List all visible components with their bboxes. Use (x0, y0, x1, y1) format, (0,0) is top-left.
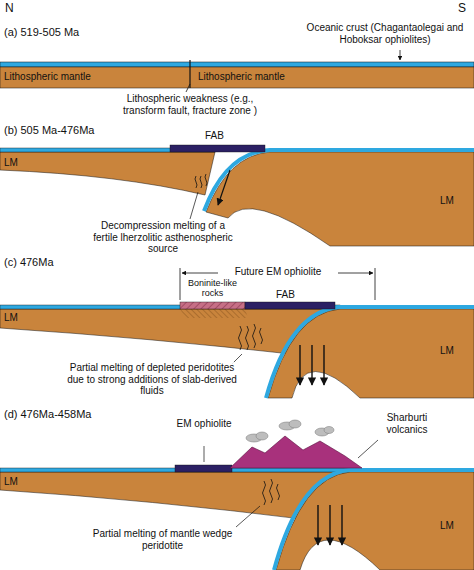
panel-d (0, 420, 474, 570)
annotation-label: LM (440, 520, 454, 532)
annotation-label: LM (440, 345, 454, 357)
annotation-label: (c) 476Ma (4, 256, 54, 269)
annotation-label: EM ophiolite (174, 418, 234, 430)
annotation-label: (b) 505 Ma-476Ma (4, 124, 95, 137)
annotation-label: Decompression melting of a fertile lherz… (88, 220, 238, 255)
annotation-label: FAB (276, 289, 295, 301)
annotation-label: LM (440, 195, 454, 207)
annotation-label: N (5, 2, 14, 16)
annotation-label: Partial melting of mantle wedge peridoti… (90, 528, 235, 551)
annotation-label: Lithospheric mantle (198, 71, 285, 83)
annotation-label: FAB (205, 130, 224, 142)
annotation-label: LM (4, 157, 18, 169)
annotation-label: Oceanic crust (Chagantaolegai and Hoboks… (299, 22, 471, 45)
panel-c (0, 268, 474, 398)
annotation-label: S (458, 2, 466, 16)
annotation-label: LM (4, 476, 18, 488)
annotation-label: Boninite-like rocks (180, 278, 245, 299)
annotation-label: Future EM ophiolite (220, 266, 336, 278)
annotation-label: Sharburti volcanics (372, 412, 442, 435)
annotation-label: (d) 476Ma-458Ma (4, 408, 91, 421)
panel-a (0, 50, 474, 92)
annotation-label: LM (4, 312, 18, 324)
annotation-label: (a) 519-505 Ma (4, 26, 79, 39)
annotation-label: Lithospheric weakness (e.g., transform f… (110, 93, 270, 116)
annotation-label: Partial melting of depleted peridotites … (66, 362, 238, 397)
annotation-label: Lithospheric mantle (4, 71, 91, 83)
